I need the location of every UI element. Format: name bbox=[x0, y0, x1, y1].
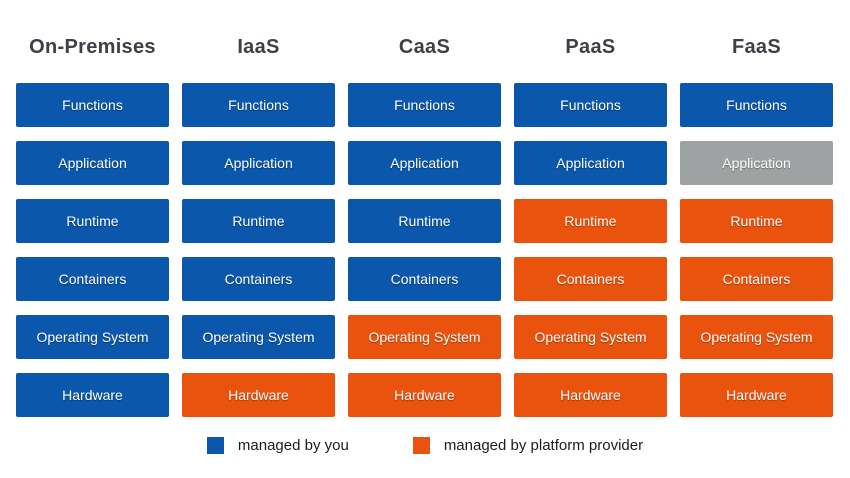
cell-label: Containers bbox=[224, 271, 293, 287]
cell-caas-containers: Containers bbox=[348, 257, 501, 301]
legend: managed by you managed by platform provi… bbox=[0, 437, 850, 454]
column-title-faas: FaaS bbox=[731, 36, 781, 58]
cell-label: Runtime bbox=[730, 213, 783, 229]
cell-faas-runtime: Runtime bbox=[680, 199, 833, 243]
cell-label: Hardware bbox=[726, 387, 787, 403]
cell-label: Runtime bbox=[66, 213, 119, 229]
cell-iaas-containers: Containers bbox=[182, 257, 335, 301]
cell-label: Functions bbox=[394, 97, 455, 113]
columns-grid: On-Premises Functions Application Runtim… bbox=[16, 0, 833, 431]
cell-iaas-hardware: Hardware bbox=[182, 373, 335, 417]
cell-label: Operating System bbox=[534, 329, 647, 345]
column-iaas: IaaS Functions Application Runtime Conta… bbox=[182, 0, 335, 431]
column-title-iaas: IaaS bbox=[237, 36, 280, 58]
cell-label: Application bbox=[390, 155, 459, 171]
cell-label: Hardware bbox=[228, 387, 289, 403]
cell-caas-hardware: Hardware bbox=[348, 373, 501, 417]
cell-on-premises-application: Application bbox=[16, 141, 169, 185]
legend-swatch-managed-by-provider bbox=[412, 437, 430, 454]
cell-faas-operating-system: Operating System bbox=[680, 315, 833, 359]
column-title-paas: PaaS bbox=[565, 36, 616, 58]
cell-on-premises-operating-system: Operating System bbox=[16, 315, 169, 359]
cell-label: Runtime bbox=[232, 213, 285, 229]
column-caas: CaaS Functions Application Runtime Conta… bbox=[348, 0, 501, 431]
cell-paas-runtime: Runtime bbox=[514, 199, 667, 243]
cell-label: Functions bbox=[62, 97, 123, 113]
legend-item-managed-by-provider: managed by platform provider bbox=[412, 437, 644, 454]
cell-caas-application: Application bbox=[348, 141, 501, 185]
column-title-caas: CaaS bbox=[398, 36, 451, 58]
cell-label: Operating System bbox=[368, 329, 481, 345]
cell-iaas-operating-system: Operating System bbox=[182, 315, 335, 359]
column-title-on-premises: On-Premises bbox=[29, 36, 156, 58]
cell-iaas-functions: Functions bbox=[182, 83, 335, 127]
cell-paas-application: Application bbox=[514, 141, 667, 185]
cell-paas-hardware: Hardware bbox=[514, 373, 667, 417]
cell-label: Containers bbox=[390, 271, 459, 287]
cell-faas-functions: Functions bbox=[680, 83, 833, 127]
column-faas: FaaS Functions Application Runtime Conta… bbox=[680, 0, 833, 431]
cell-on-premises-hardware: Hardware bbox=[16, 373, 169, 417]
legend-item-managed-by-you: managed by you bbox=[206, 437, 349, 454]
cell-on-premises-functions: Functions bbox=[16, 83, 169, 127]
cell-iaas-application: Application bbox=[182, 141, 335, 185]
legend-label-managed-by-provider: managed by platform provider bbox=[443, 437, 644, 454]
cell-label: Hardware bbox=[394, 387, 455, 403]
cell-on-premises-runtime: Runtime bbox=[16, 199, 169, 243]
column-paas: PaaS Functions Application Runtime Conta… bbox=[514, 0, 667, 431]
cell-label: Operating System bbox=[36, 329, 149, 345]
cell-faas-hardware: Hardware bbox=[680, 373, 833, 417]
cell-label: Operating System bbox=[700, 329, 813, 345]
cell-label: Containers bbox=[722, 271, 791, 287]
cell-label: Application bbox=[722, 155, 791, 171]
cell-label: Application bbox=[58, 155, 127, 171]
cell-label: Functions bbox=[560, 97, 621, 113]
cell-label: Containers bbox=[58, 271, 127, 287]
cell-label: Hardware bbox=[62, 387, 123, 403]
cell-label: Functions bbox=[726, 97, 787, 113]
cell-label: Hardware bbox=[560, 387, 621, 403]
column-on-premises: On-Premises Functions Application Runtim… bbox=[16, 0, 169, 431]
legend-label-managed-by-you: managed by you bbox=[237, 437, 349, 454]
cell-label: Runtime bbox=[564, 213, 617, 229]
cell-iaas-runtime: Runtime bbox=[182, 199, 335, 243]
cell-faas-containers: Containers bbox=[680, 257, 833, 301]
cell-label: Application bbox=[556, 155, 625, 171]
cell-on-premises-containers: Containers bbox=[16, 257, 169, 301]
cell-faas-application: Application bbox=[680, 141, 833, 185]
cell-label: Application bbox=[224, 155, 293, 171]
cell-label: Functions bbox=[228, 97, 289, 113]
cell-label: Runtime bbox=[398, 213, 451, 229]
cell-paas-containers: Containers bbox=[514, 257, 667, 301]
cell-caas-runtime: Runtime bbox=[348, 199, 501, 243]
cell-paas-functions: Functions bbox=[514, 83, 667, 127]
legend-swatch-managed-by-you bbox=[206, 437, 224, 454]
cell-label: Operating System bbox=[202, 329, 315, 345]
cell-caas-functions: Functions bbox=[348, 83, 501, 127]
cell-caas-operating-system: Operating System bbox=[348, 315, 501, 359]
cell-paas-operating-system: Operating System bbox=[514, 315, 667, 359]
cell-label: Containers bbox=[556, 271, 625, 287]
